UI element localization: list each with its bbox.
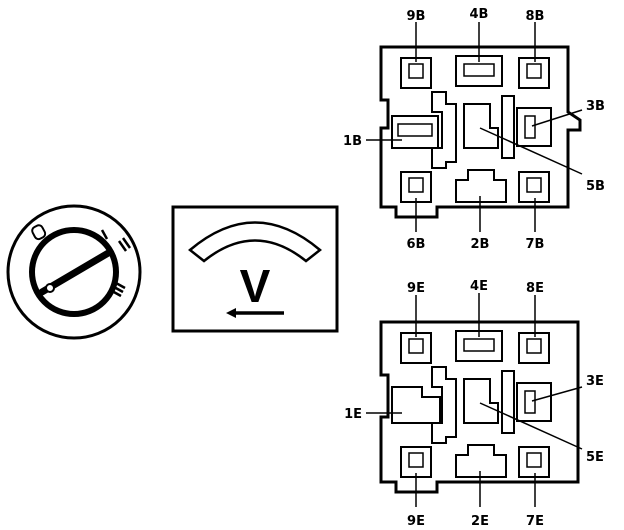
pin-label-3: 3E — [586, 374, 604, 389]
cavity-3 — [516, 382, 552, 422]
voltmeter-symbol: V — [240, 260, 271, 312]
pin-label-7: 7E — [526, 514, 544, 529]
cavity-9 — [400, 332, 432, 364]
leader-lines — [366, 22, 583, 232]
pin-label-2: 2E — [471, 514, 489, 529]
voltmeter-underline-arrow — [226, 308, 236, 318]
cavity-2 — [455, 169, 507, 203]
pin-label-2: 2B — [471, 237, 490, 252]
cavity-8 — [518, 332, 550, 364]
position-III-mark — [111, 281, 126, 298]
connector-e: 9E 4E 8E 3E 1E 5E 9E 2E 7E — [344, 279, 604, 529]
pin-label-9: 9B — [407, 9, 426, 24]
pin-label-7: 7B — [526, 237, 545, 252]
pin-label-5: 5E — [586, 450, 604, 465]
voltmeter: V — [171, 205, 339, 333]
pin-label-1: 1E — [344, 407, 362, 422]
pin-label-5: 5B — [586, 179, 605, 194]
pin-label-9: 9E — [407, 281, 425, 296]
voltmeter-scale-arc — [188, 221, 322, 263]
pin-label-1: 1B — [343, 134, 362, 149]
pin-label-6: 9E — [407, 514, 425, 529]
cavity-5 — [463, 370, 515, 434]
cavity-9 — [400, 57, 432, 89]
leader-lines — [366, 293, 583, 507]
cavity-2 — [455, 444, 507, 478]
pin-label-4: 4E — [470, 279, 488, 294]
cavity-divider — [431, 366, 457, 444]
cavity-5 — [463, 95, 515, 159]
connector-b: 9B 4B 8B 3B 1B 5B 6B 2B 7B — [343, 7, 605, 252]
position-0-mark — [31, 224, 47, 241]
pin-label-8: 8E — [526, 281, 544, 296]
cavity-8 — [518, 57, 550, 89]
pin-label-6: 6B — [407, 237, 426, 252]
cavity-3 — [516, 107, 552, 147]
switch-pointer-dot — [45, 283, 55, 293]
position-I-mark — [100, 229, 109, 240]
pin-label-8: 8B — [526, 9, 545, 24]
pin-label-4: 4B — [470, 7, 489, 22]
cavity-6 — [400, 171, 432, 203]
cavity-7 — [518, 171, 550, 203]
cavity-divider — [431, 91, 457, 169]
ignition-switch — [6, 204, 142, 340]
cavity-1 — [391, 386, 441, 424]
cavity-6 — [400, 446, 432, 478]
pin-label-3: 3B — [586, 99, 605, 114]
cavity-1 — [391, 115, 439, 149]
position-II-mark — [117, 237, 132, 252]
cavity-7 — [518, 446, 550, 478]
